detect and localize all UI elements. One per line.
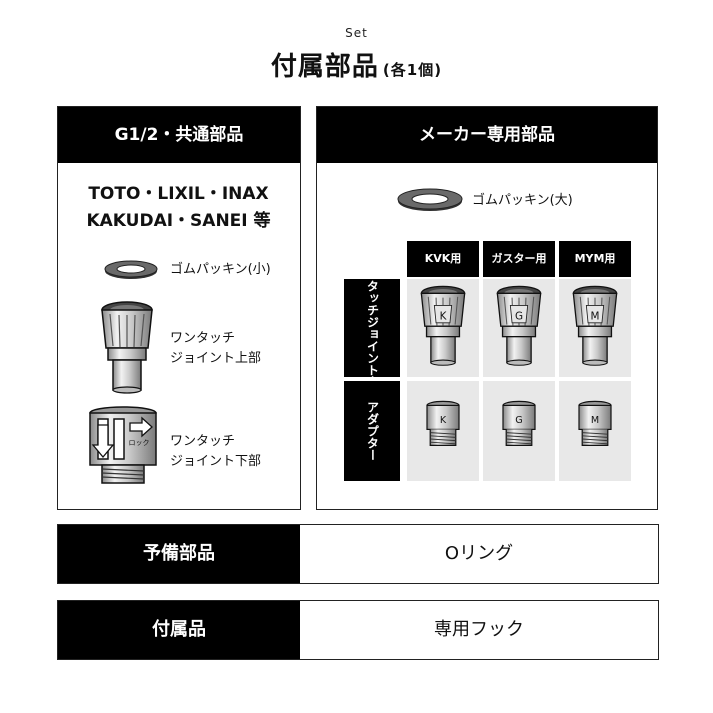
page-title-sub: (各1個) (382, 61, 443, 79)
spare-parts-bar: 予備部品 Oリング (57, 524, 659, 584)
cell-mym-adapter: M (559, 381, 631, 481)
accessory-value: 専用フック (434, 619, 524, 640)
row-label-joint-upper-text: ワンタッチジョイント上部 (365, 256, 380, 400)
adapter-letter-g: G (515, 415, 522, 426)
joint-letter-k: K (440, 310, 448, 322)
rubber-washer-small-label: ゴムパッキン(小) (170, 262, 271, 277)
rubber-washer-large-icon (397, 188, 463, 211)
cell-kvk-adapter: K (407, 381, 479, 481)
cell-gastar-adapter: G (483, 381, 555, 481)
adapter-mym-icon: M (571, 397, 619, 457)
joint-upper-label: ワンタッチ ジョイント上部 (170, 329, 261, 369)
joint-letter-g: G (515, 310, 523, 322)
tab-gastar: ガスター用 (483, 241, 555, 277)
spare-parts-value: Oリング (444, 543, 514, 564)
joint-upper-gastar-icon: G (493, 283, 545, 373)
tab-kvk: KVK用 (407, 241, 479, 277)
joint-lower-label-2: ジョイント下部 (170, 454, 262, 469)
accessory-bar: 付属品 専用フック (57, 600, 659, 660)
joint-lower-icon: ロック (89, 406, 157, 484)
adapter-kvk-icon: K (419, 397, 467, 457)
brands-line-1: TOTO・LIXIL・INAX (88, 184, 269, 204)
cell-mym-joint: M (559, 279, 631, 377)
compatible-brands: TOTO・LIXIL・INAX KAKUDAI・SANEI 等 (58, 181, 299, 235)
lock-arrow-text: ロック (129, 439, 150, 447)
row-label-adapter-text: アダプター (365, 401, 380, 461)
page-title-text: 付属部品 (270, 52, 379, 82)
joint-upper-kvk-icon: K (417, 283, 469, 373)
joint-upper-icon (94, 300, 160, 400)
maker-parts-panel: メーカー専用部品 ゴムパッキン(大) KVK用 ガスター用 MYM用 ワンタッチ… (316, 106, 658, 510)
spare-parts-head: 予備部品 (58, 525, 300, 583)
rubber-washer-large-label: ゴムパッキン(大) (472, 193, 573, 208)
set-label: Set (345, 26, 368, 40)
row-label-adapter: アダプター (344, 381, 400, 481)
joint-letter-m: M (591, 310, 600, 322)
row-label-joint-upper: ワンタッチジョイント上部 (344, 256, 400, 400)
joint-upper-mym-icon: M (569, 283, 621, 373)
joint-upper-label-2: ジョイント上部 (170, 351, 262, 366)
accessory-head: 付属品 (58, 601, 300, 659)
adapter-gastar-icon: G (495, 397, 543, 457)
tab-mym: MYM用 (559, 241, 631, 277)
adapter-letter-k: K (440, 415, 447, 426)
cell-gastar-joint: G (483, 279, 555, 377)
common-parts-title: G1/2・共通部品 (58, 107, 300, 163)
joint-upper-label-1: ワンタッチ (170, 331, 236, 346)
cell-kvk-joint: K (407, 279, 479, 377)
page-title: 付属部品(各1個) (0, 46, 713, 83)
common-parts-panel: G1/2・共通部品 TOTO・LIXIL・INAX KAKUDAI・SANEI … (57, 106, 301, 510)
maker-parts-title: メーカー専用部品 (317, 107, 657, 163)
brands-line-2: KAKUDAI・SANEI 等 (86, 211, 271, 231)
rubber-washer-small-icon (104, 260, 158, 279)
joint-lower-label: ワンタッチ ジョイント下部 (170, 432, 261, 472)
adapter-letter-m: M (591, 415, 599, 426)
joint-lower-label-1: ワンタッチ (170, 434, 236, 449)
